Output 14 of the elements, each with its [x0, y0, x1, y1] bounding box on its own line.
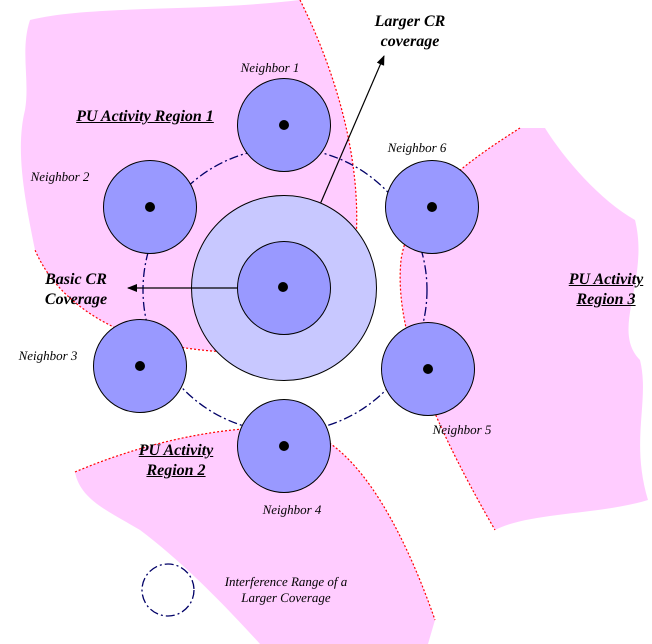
- arrow: [127, 284, 237, 292]
- neighbor-label: Neighbor 6: [388, 140, 446, 156]
- neighbor-label: Neighbor 1: [240, 60, 300, 76]
- legend-text: Interference Range of a Larger Coverage: [224, 574, 348, 606]
- region-label: PU Activity Region 2: [138, 441, 214, 481]
- coverage-label: Basic CR Coverage: [21, 270, 131, 310]
- region-label: PU Activity Region 1: [75, 107, 215, 127]
- neighbor-label: Neighbor 2: [30, 169, 90, 185]
- coverage-label: Larger CR coverage: [355, 12, 465, 52]
- arrow: [320, 55, 385, 203]
- neighbor-label: Neighbor 3: [18, 348, 78, 364]
- neighbor-label: Neighbor 4: [262, 502, 322, 518]
- neighbor-label: Neighbor 5: [432, 422, 492, 438]
- region-label: PU Activity Region 3: [568, 270, 644, 310]
